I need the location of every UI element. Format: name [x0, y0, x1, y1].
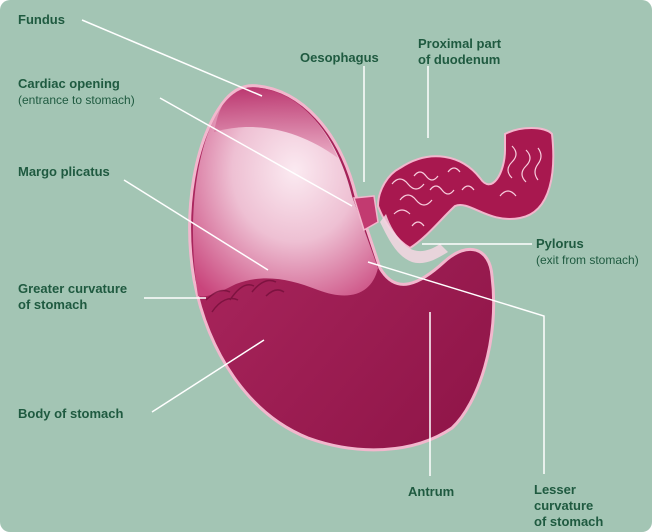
label-margo-plicatus: Margo plicatus: [18, 164, 110, 179]
label-lesser-curvature: Lesser curvature of stomach: [534, 482, 604, 529]
label-fundus: Fundus: [18, 12, 65, 27]
label-cardiac-opening: Cardiac opening (entrance to stomach): [18, 76, 135, 107]
label-greater-curvature: Greater curvature of stomach: [18, 281, 128, 312]
rugae-folds: [205, 279, 285, 313]
label-oesophagus: Oesophagus: [300, 50, 379, 65]
label-proximal-duodenum: Proximal part of duodenum: [418, 36, 502, 67]
oesophagus-stub: [353, 195, 379, 232]
pylorus-band: [380, 214, 448, 264]
label-body-of-stomach: Body of stomach: [18, 406, 124, 421]
leader-lesser-curvature: [367, 261, 545, 474]
leader-body-of-stomach: [151, 339, 265, 413]
stomach-interior-light: [192, 87, 378, 297]
leader-lines: [81, 19, 545, 476]
leader-margo-plicatus: [123, 179, 269, 271]
label-antrum: Antrum: [408, 484, 455, 499]
fundus-shade: [214, 87, 338, 158]
leader-cardiac-opening: [159, 97, 353, 207]
label-pylorus: Pylorus (exit from stomach): [536, 236, 639, 267]
duodenum-shape: [376, 127, 555, 250]
duodenum-folds: [391, 145, 542, 227]
leader-fundus: [81, 19, 263, 97]
